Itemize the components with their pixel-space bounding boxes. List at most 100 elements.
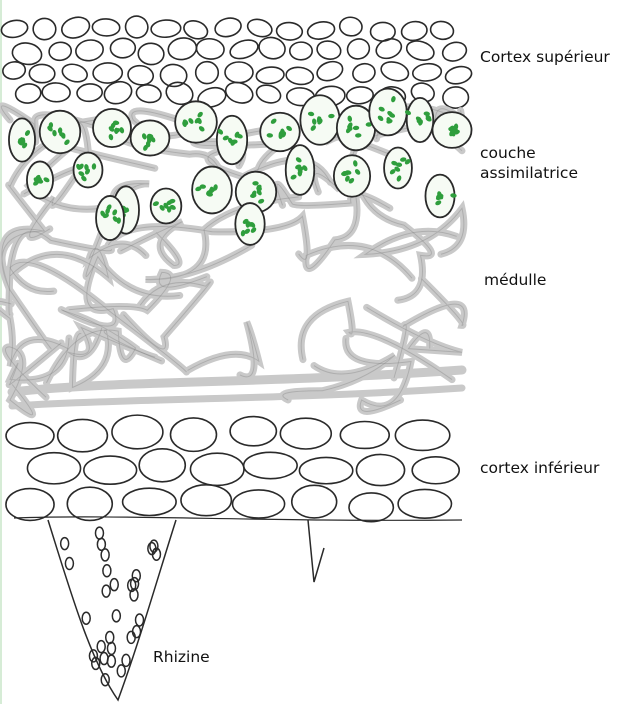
label-cortex-superieur: Cortex supérieur — [480, 47, 610, 67]
lower-cortex-cell — [398, 489, 451, 518]
upper-cortex-cell — [76, 83, 102, 102]
upper-cortex-cell — [2, 60, 27, 80]
rhizine-cell — [65, 557, 73, 569]
upper-cortex-cell — [223, 79, 256, 106]
upper-cortex-cell — [167, 36, 198, 62]
rhizine-cell — [82, 612, 90, 624]
upper-cortex-cell — [351, 62, 377, 85]
lower-cortex-cell — [170, 418, 216, 451]
upper-cortex-cell — [213, 15, 243, 39]
lower-cortex-cell — [139, 449, 185, 482]
medulla-hypha — [188, 322, 259, 377]
upper-cortex-cell — [276, 22, 303, 41]
upper-cortex-cell — [290, 42, 313, 60]
upper-cortex-cell — [195, 61, 218, 84]
upper-cortex-cell — [400, 20, 428, 43]
rhizine-cell — [89, 650, 97, 662]
upper-cortex-cell — [412, 62, 442, 82]
upper-cortex-cell — [306, 20, 336, 42]
upper-cortex-cell — [11, 41, 44, 67]
upper-cortex-cell — [444, 64, 474, 86]
upper-cortex-cell — [345, 36, 372, 61]
lower-cortex-cell — [395, 420, 449, 450]
lower-cortex-cell — [292, 485, 337, 518]
rhizine-cell — [95, 527, 103, 539]
upper-cortex-cell — [442, 86, 468, 108]
rhizine-cell — [122, 654, 130, 666]
upper-cortex-cell — [60, 62, 89, 85]
lower-cortex-cell — [230, 417, 276, 446]
lower-cortex-cell — [27, 453, 80, 484]
lower-cortex-cell — [340, 422, 389, 449]
upper-cortex-cell — [127, 64, 155, 86]
upper-cortex-cell — [379, 59, 411, 84]
upper-cortex-cell — [29, 64, 55, 83]
upper-cortex-cell — [42, 82, 71, 102]
algal-cell — [334, 155, 370, 197]
lower-cortex-cell — [244, 452, 297, 478]
lower-cortex-cell — [6, 423, 54, 449]
upper-cortex-cell — [315, 58, 346, 83]
label-couche-assimilatrice: couche assimilatrice — [480, 143, 578, 183]
lower-cortex-cell — [356, 454, 404, 485]
rhizine-cell — [112, 610, 120, 622]
upper-cortex-cell — [74, 38, 104, 63]
lower-cortex-cell — [6, 489, 54, 521]
upper-cortex-cell — [33, 18, 57, 41]
rhizine-cell — [107, 642, 115, 654]
upper-cortex-cell — [285, 66, 314, 86]
rhizine-cell — [106, 631, 114, 643]
upper-cortex-cell — [346, 86, 374, 105]
rhizine-cell — [136, 614, 144, 626]
upper-cortex-cell — [0, 18, 29, 39]
rhizine-cell — [110, 579, 118, 591]
upper-cortex-cell — [195, 37, 225, 60]
upper-cortex-cell — [225, 62, 253, 83]
rhizine-structure — [48, 520, 324, 700]
label-cortex-inferieur: cortex inférieur — [480, 458, 599, 478]
rhizine-cell — [97, 641, 105, 653]
lower-cortex-cell — [190, 453, 244, 485]
label-couche-line2: assimilatrice — [480, 163, 578, 183]
rhizine-cell — [117, 665, 125, 677]
upper-cortex-cell — [374, 36, 405, 62]
rhizine-cell — [61, 538, 69, 550]
upper-cortex-cell — [429, 20, 455, 42]
upper-cortex-cell — [92, 18, 120, 36]
upper-cortex-cell — [339, 16, 364, 37]
upper-cortex-cell — [440, 39, 468, 63]
upper-cortex-cell — [254, 82, 282, 105]
lower-cortex-cell — [112, 415, 163, 449]
lower-cortex-cell — [58, 419, 108, 451]
lower-cortex-cell — [233, 490, 285, 518]
upper-cortex-cell — [110, 38, 136, 59]
upper-cortex-cell — [404, 38, 436, 63]
rhizine-cell — [100, 653, 108, 665]
rhizine-cell — [102, 585, 110, 597]
label-couche-line1: couche — [480, 143, 578, 163]
upper-cortex-cell — [138, 43, 165, 66]
rhizine-cell — [101, 549, 109, 561]
upper-cortex-cell — [123, 13, 151, 41]
lower-cortex-cell — [349, 493, 393, 522]
lower-cortex-cell — [181, 485, 231, 516]
lower-cortex-cell — [67, 487, 112, 520]
lower-cortex-cell — [412, 457, 459, 484]
upper-cortex-cell — [228, 37, 261, 62]
lower-cortex-layer — [6, 415, 462, 522]
medulla-hypha — [367, 307, 462, 352]
upper-cortex-cell — [135, 83, 162, 104]
label-rhizine: Rhizine — [153, 647, 210, 667]
rhizine-cell — [103, 565, 111, 577]
lower-cortex-cell — [280, 418, 331, 449]
upper-cortex-cell — [256, 66, 285, 85]
lower-cortex-cell — [299, 457, 352, 483]
upper-cortex-cell — [15, 83, 42, 105]
upper-cortex-cell — [59, 14, 92, 41]
upper-cortex-cell — [315, 39, 342, 61]
lower-cortex-cell — [123, 488, 177, 515]
lower-cortex-cell — [84, 456, 137, 484]
upper-cortex-cell — [151, 19, 182, 38]
small-rhizine — [308, 520, 324, 582]
